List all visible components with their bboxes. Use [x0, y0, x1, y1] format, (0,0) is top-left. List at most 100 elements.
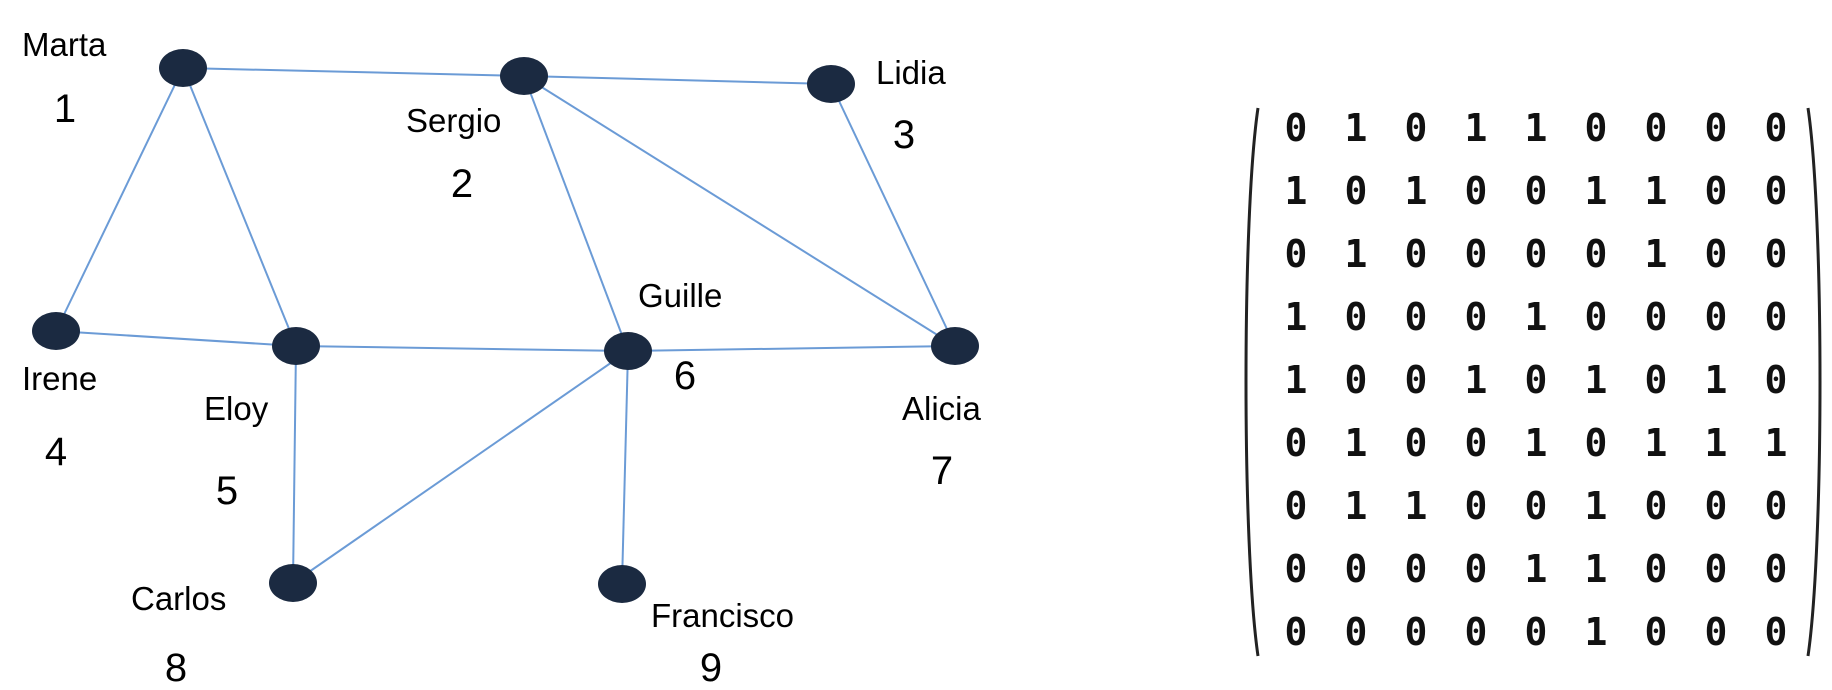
edge-3-7	[830, 83, 956, 347]
matrix-cell: 0	[1344, 357, 1368, 402]
matrix-cell: 0	[1644, 294, 1668, 339]
matrix-cell: 1	[1584, 357, 1608, 402]
matrix-left-bracket	[1244, 107, 1260, 657]
matrix-cell: 0	[1344, 546, 1368, 591]
matrix-right-bracket	[1806, 107, 1822, 657]
node-name-label: Guille	[638, 277, 722, 314]
edge-1-4	[55, 67, 184, 332]
node-number-label: 8	[165, 646, 187, 690]
matrix-cell: 0	[1764, 294, 1788, 339]
node-number-label: 4	[45, 430, 67, 474]
matrix-cell: 0	[1284, 420, 1308, 465]
edge-5-8	[292, 345, 297, 584]
node-name-label: Eloy	[204, 390, 269, 427]
node-number-label: 3	[893, 113, 915, 157]
edge-6-8	[292, 350, 629, 584]
edge-6-7	[627, 345, 956, 352]
node-marta	[159, 49, 207, 87]
matrix-cell: 1	[1404, 168, 1428, 213]
edge-2-3	[523, 75, 832, 85]
matrix-cell: 0	[1704, 105, 1728, 150]
matrix-cell: 0	[1704, 168, 1728, 213]
matrix-cell: 0	[1404, 609, 1428, 654]
matrix-cell: 0	[1704, 609, 1728, 654]
node-number-label: 9	[700, 646, 722, 690]
matrix-cell: 0	[1584, 105, 1608, 150]
matrix-cell: 0	[1524, 609, 1548, 654]
nodes-layer	[32, 49, 979, 603]
node-name-label: Alicia	[902, 390, 982, 427]
matrix-brackets	[1244, 107, 1822, 657]
node-irene	[32, 312, 80, 350]
matrix-cell: 0	[1524, 483, 1548, 528]
matrix-cell: 1	[1704, 357, 1728, 402]
matrix-cell: 1	[1584, 546, 1608, 591]
matrix-cell: 0	[1464, 168, 1488, 213]
matrix-cell: 1	[1524, 420, 1548, 465]
matrix-cell: 1	[1464, 357, 1488, 402]
matrix-cell: 0	[1524, 357, 1548, 402]
edge-2-7	[523, 75, 956, 347]
matrix-cell: 0	[1464, 483, 1488, 528]
matrix-cell: 0	[1704, 231, 1728, 276]
matrix-cell: 0	[1404, 546, 1428, 591]
node-number-label: 1	[54, 87, 76, 131]
matrix-cell: 1	[1344, 231, 1368, 276]
node-number-label: 6	[674, 354, 696, 398]
node-carlos	[269, 564, 317, 602]
matrix-cell: 0	[1344, 609, 1368, 654]
matrix-cell: 0	[1764, 546, 1788, 591]
matrix-cell: 0	[1284, 609, 1308, 654]
matrix-cell: 1	[1644, 420, 1668, 465]
matrix-cell: 1	[1704, 420, 1728, 465]
matrix-cell: 1	[1764, 420, 1788, 465]
matrix-cell: 0	[1644, 546, 1668, 591]
node-francisco	[598, 565, 646, 603]
matrix-cell: 0	[1704, 294, 1728, 339]
matrix-cell: 0	[1404, 294, 1428, 339]
matrix-cell: 0	[1524, 168, 1548, 213]
edge-4-5	[55, 330, 297, 347]
node-name-label: Francisco	[651, 597, 794, 634]
node-name-label: Sergio	[406, 102, 501, 139]
matrix-cell: 1	[1584, 483, 1608, 528]
edge-6-9	[621, 350, 629, 585]
matrix-cell: 1	[1584, 168, 1608, 213]
edge-1-2	[182, 67, 525, 77]
matrix-cell: 1	[1524, 294, 1548, 339]
matrix-cell: 0	[1704, 483, 1728, 528]
matrix-cell: 0	[1584, 420, 1608, 465]
matrix-cell: 0	[1404, 231, 1428, 276]
matrix-cell: 1	[1464, 105, 1488, 150]
matrix-cell: 0	[1644, 105, 1668, 150]
node-name-label: Irene	[22, 360, 97, 397]
matrix-cell: 0	[1704, 546, 1728, 591]
matrix-cell: 0	[1764, 168, 1788, 213]
matrix-cell: 0	[1764, 231, 1788, 276]
matrix-cell: 1	[1644, 231, 1668, 276]
matrix-cell: 0	[1404, 420, 1428, 465]
matrix-cell: 0	[1464, 294, 1488, 339]
matrix-cell: 1	[1284, 294, 1308, 339]
matrix-cell: 0	[1464, 420, 1488, 465]
matrix-cell: 1	[1284, 357, 1308, 402]
node-sergio	[500, 57, 548, 95]
matrix-cell: 0	[1764, 105, 1788, 150]
node-guille	[604, 332, 652, 370]
matrix-cell: 0	[1764, 483, 1788, 528]
edge-1-5	[182, 67, 297, 347]
matrix-cell: 0	[1284, 105, 1308, 150]
edge-5-6	[295, 345, 629, 352]
matrix-cell: 0	[1404, 357, 1428, 402]
edge-2-6	[523, 75, 629, 352]
matrix-cell: 0	[1584, 231, 1608, 276]
matrix-cell: 0	[1464, 609, 1488, 654]
node-name-label: Marta	[22, 26, 107, 63]
node-number-label: 2	[451, 162, 473, 206]
matrix-cell: 1	[1584, 609, 1608, 654]
matrix-cell: 0	[1764, 357, 1788, 402]
matrix-cell: 0	[1464, 231, 1488, 276]
